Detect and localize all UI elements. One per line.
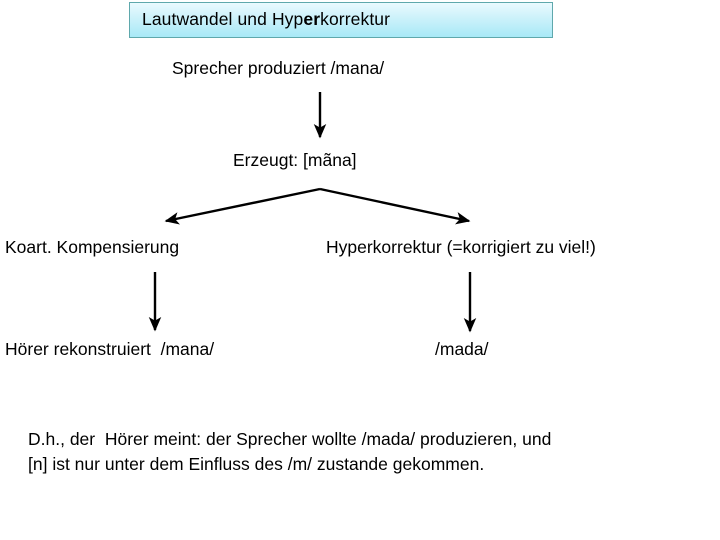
title-segment-plain-2: korrektur	[320, 9, 391, 30]
diagram-node-coarticulatory-compensation: Koart. Kompensierung	[5, 237, 180, 257]
title-banner: Lautwandel und Hyperkorrektur	[129, 2, 553, 38]
conclusion-paragraph: D.h., der Hörer meint: der Sprecher woll…	[28, 429, 552, 475]
diagram-node-produced-form: Erzeugt: [mãna]	[233, 150, 357, 170]
diagram-node-hypercorrection: Hyperkorrektur (=korrigiert zu viel!)	[326, 237, 596, 257]
title-segment-plain-1: Lautwandel und Hyp	[142, 9, 304, 30]
page-title: Lautwandel und Hyperkorrektur	[142, 11, 390, 29]
arrow-erzeugt-to-hyper	[319, 187, 471, 225]
diagram-node-mada-result: /mada/	[435, 339, 489, 359]
title-segment-bold: er	[303, 9, 321, 30]
diagram-node-speaker-produces: Sprecher produziert /mana/	[172, 58, 385, 78]
arrow-erzeugt-to-koart	[164, 187, 321, 225]
diagram-node-listener-reconstructs: Hörer rekonstruiert /mana/	[5, 339, 215, 359]
